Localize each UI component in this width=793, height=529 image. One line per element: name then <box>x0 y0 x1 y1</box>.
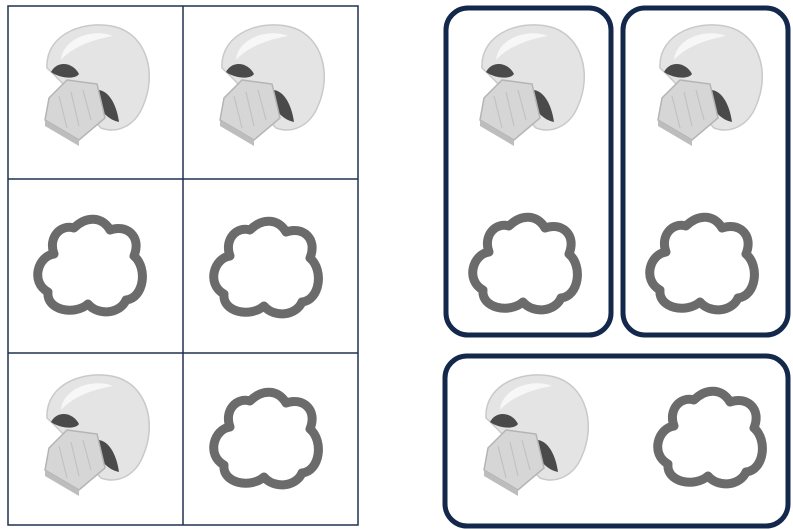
pepper-ring-icon <box>658 391 763 484</box>
mushroom-icon <box>484 375 588 496</box>
mushroom-icon <box>45 25 149 146</box>
mushroom-icon <box>480 25 584 146</box>
mushroom-icon <box>220 25 324 146</box>
item-grid <box>8 6 358 525</box>
group-box <box>623 8 788 335</box>
group-box <box>445 356 788 526</box>
group-box <box>446 8 611 335</box>
mushroom-icon <box>45 375 149 496</box>
pepper-ring-icon <box>38 219 143 312</box>
pepper-ring-icon <box>650 217 755 310</box>
pepper-ring-icon <box>214 392 319 485</box>
pepper-ring-icon <box>214 221 319 314</box>
mushroom-icon <box>658 25 762 146</box>
pepper-ring-icon <box>473 217 578 310</box>
